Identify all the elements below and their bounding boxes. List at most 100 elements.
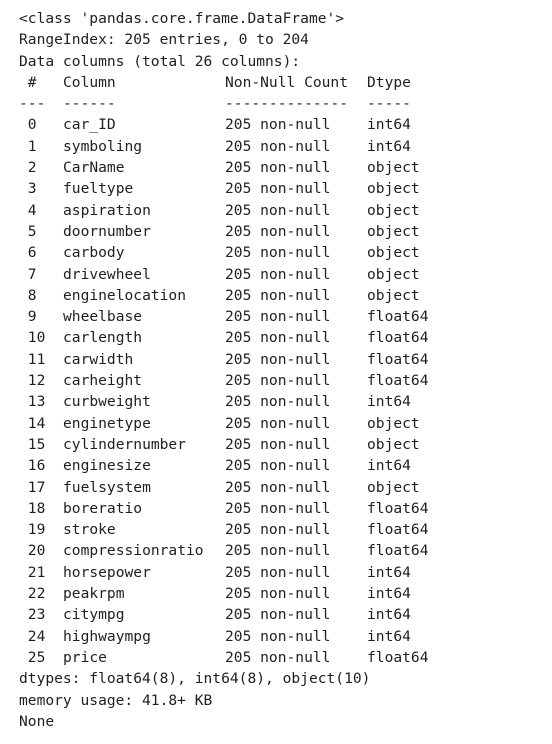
row-non-null-count: 205 non-null xyxy=(225,159,331,177)
separator-dtype: ----- xyxy=(367,95,411,113)
separator-index: --- xyxy=(19,95,46,113)
table-separator-row: ---------------------------- xyxy=(19,93,429,114)
row-non-null-count: 205 non-null xyxy=(225,414,331,432)
row-index: 8 xyxy=(19,286,37,304)
row-non-null-count: 205 non-null xyxy=(225,627,331,645)
row-non-null-count: 205 non-null xyxy=(225,201,331,219)
row-non-null-count: 205 non-null xyxy=(225,372,331,390)
table-row: 24 highwaympg 205 non-null int64 xyxy=(19,626,429,647)
row-non-null-count: 205 non-null xyxy=(225,180,331,198)
table-row: 21 horsepower 205 non-null int64 xyxy=(19,562,429,583)
row-column-name: carbody xyxy=(63,244,125,262)
row-dtype: object xyxy=(367,414,420,432)
row-index: 22 xyxy=(19,585,46,603)
row-non-null-count: 205 non-null xyxy=(225,563,331,581)
df-info-output: <class 'pandas.core.frame.DataFrame'> Ra… xyxy=(19,8,429,732)
row-column-name: highwaympg xyxy=(63,627,151,645)
row-dtype: int64 xyxy=(367,563,411,581)
dtypes-line: dtypes: float64(8), int64(8), object(10) xyxy=(19,670,371,688)
row-index: 6 xyxy=(19,244,37,262)
row-index: 12 xyxy=(19,372,46,390)
row-dtype: float64 xyxy=(367,308,429,326)
row-column-name: wheelbase xyxy=(63,308,143,326)
row-dtype: float64 xyxy=(367,329,429,347)
row-dtype: object xyxy=(367,244,420,262)
header-non-null: Non-Null Count xyxy=(225,73,349,91)
row-index: 17 xyxy=(19,478,46,496)
row-dtype: int64 xyxy=(367,585,411,603)
separator-column: ------ xyxy=(63,95,116,113)
row-column-name: carlength xyxy=(63,329,143,347)
row-dtype: int64 xyxy=(367,606,411,624)
row-column-name: CarName xyxy=(63,159,125,177)
row-index: 19 xyxy=(19,521,46,539)
row-index: 7 xyxy=(19,265,37,283)
row-index: 21 xyxy=(19,563,46,581)
header-index: # xyxy=(19,73,37,91)
row-non-null-count: 205 non-null xyxy=(225,308,331,326)
row-dtype: int64 xyxy=(367,116,411,134)
row-index: 0 xyxy=(19,116,37,134)
row-column-name: boreratio xyxy=(63,499,143,517)
row-column-name: drivewheel xyxy=(63,265,151,283)
row-column-name: fueltype xyxy=(63,180,134,198)
row-index: 16 xyxy=(19,457,46,475)
row-non-null-count: 205 non-null xyxy=(225,244,331,262)
row-non-null-count: 205 non-null xyxy=(225,585,331,603)
row-non-null-count: 205 non-null xyxy=(225,286,331,304)
row-column-name: symboling xyxy=(63,137,143,155)
row-column-name: compressionratio xyxy=(63,542,204,560)
row-non-null-count: 205 non-null xyxy=(225,457,331,475)
row-column-name: horsepower xyxy=(63,563,151,581)
row-index: 24 xyxy=(19,627,46,645)
separator-non-null: -------------- xyxy=(225,95,349,113)
row-index: 13 xyxy=(19,393,46,411)
row-dtype: float64 xyxy=(367,499,429,517)
row-dtype: int64 xyxy=(367,393,411,411)
row-non-null-count: 205 non-null xyxy=(225,542,331,560)
row-non-null-count: 205 non-null xyxy=(225,329,331,347)
row-column-name: curbweight xyxy=(63,393,151,411)
row-column-name: fuelsystem xyxy=(63,478,151,496)
return-value-line: None xyxy=(19,712,55,730)
row-index: 10 xyxy=(19,329,46,347)
row-non-null-count: 205 non-null xyxy=(225,606,331,624)
table-row: 17 fuelsystem 205 non-null object xyxy=(19,477,429,498)
row-column-name: car_ID xyxy=(63,116,116,134)
row-dtype: float64 xyxy=(367,542,429,560)
row-non-null-count: 205 non-null xyxy=(225,116,331,134)
row-index: 9 xyxy=(19,308,37,326)
table-row: 6 carbody 205 non-null object xyxy=(19,242,429,263)
row-non-null-count: 205 non-null xyxy=(225,478,331,496)
row-index: 15 xyxy=(19,435,46,453)
header-column: Column xyxy=(63,73,116,91)
range-index-line: RangeIndex: 205 entries, 0 to 204 xyxy=(19,31,309,49)
row-index: 23 xyxy=(19,606,46,624)
row-index: 4 xyxy=(19,201,37,219)
row-dtype: int64 xyxy=(367,137,411,155)
row-dtype: object xyxy=(367,478,420,496)
row-column-name: enginesize xyxy=(63,457,151,475)
row-dtype: float64 xyxy=(367,648,429,666)
row-column-name: citympg xyxy=(63,606,125,624)
row-index: 11 xyxy=(19,350,46,368)
row-dtype: float64 xyxy=(367,372,429,390)
row-dtype: int64 xyxy=(367,627,411,645)
class-line: <class 'pandas.core.frame.DataFrame'> xyxy=(19,10,345,27)
